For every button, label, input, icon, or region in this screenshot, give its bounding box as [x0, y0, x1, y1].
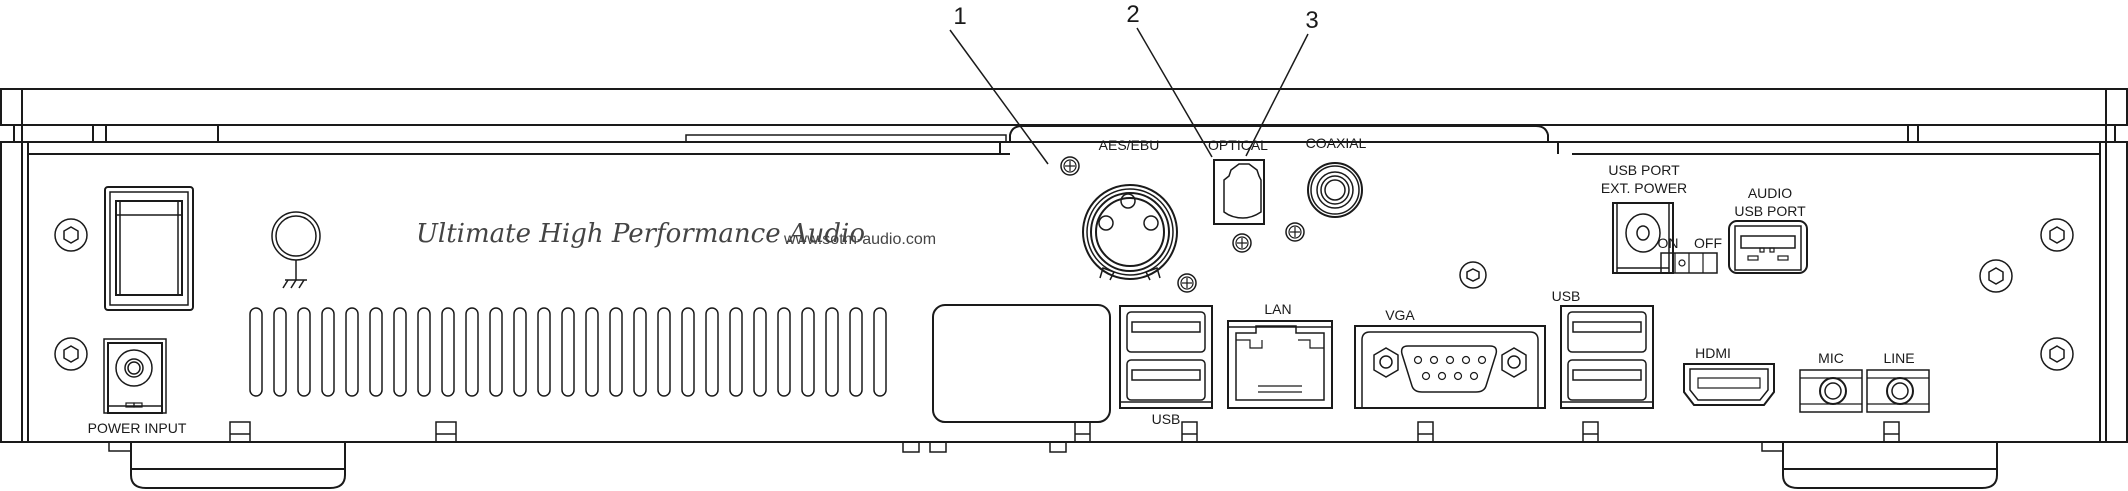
screw-icon: [1232, 233, 1252, 253]
vent-slot: [729, 307, 743, 397]
vga-label: VGA: [1385, 307, 1415, 323]
screw-icon: [54, 337, 88, 371]
vga-dsub-port[interactable]: [1354, 325, 1546, 409]
callout-1: 1: [949, 3, 1049, 165]
vent-slot: [609, 307, 623, 397]
vent-slot: [561, 307, 575, 397]
usb-ports-left[interactable]: [1119, 305, 1213, 409]
screw-icon: [2040, 218, 2074, 252]
optical-label: OPTICAL: [1208, 137, 1268, 153]
lan-rj45-port[interactable]: [1227, 320, 1333, 409]
vent-slot: [753, 307, 767, 397]
line-jack[interactable]: [1866, 369, 1930, 413]
vent-slots: [249, 307, 887, 397]
vent-slot: [777, 307, 791, 397]
usb-ext-power-label-line2: EXT. POWER: [1601, 180, 1687, 196]
vent-slot: [465, 307, 479, 397]
vent-slot: [369, 307, 383, 397]
usb-ext-power-label-line1: USB PORT: [1608, 162, 1680, 178]
aes-ebu-label: AES/EBU: [1099, 137, 1160, 153]
usb-ports-right[interactable]: [1560, 305, 1654, 409]
hdmi-label: HDMI: [1695, 345, 1731, 361]
screw-icon: [1285, 222, 1305, 242]
blank-label-plate: [932, 304, 1111, 423]
brand-website: www.sotm-audio.com: [783, 231, 936, 248]
brand-slogan: Ultimate High Performance Audio: [416, 219, 865, 249]
usb-ext-power-jack[interactable]: [1612, 202, 1674, 274]
lan-label: LAN: [1264, 301, 1291, 317]
vent-slot: [273, 307, 287, 397]
screw-icon: [1459, 261, 1487, 289]
vent-slot: [441, 307, 455, 397]
vent-slot: [297, 307, 311, 397]
callout-number: 3: [1305, 7, 1318, 34]
switch-on-label: ON: [1658, 235, 1679, 251]
callout-2: 2: [1126, 1, 1213, 158]
power-input-jack[interactable]: [103, 338, 167, 414]
usb-right-label: USB: [1552, 288, 1581, 304]
switch-off-label: OFF: [1694, 235, 1722, 251]
coaxial-rca-connector[interactable]: [1307, 162, 1363, 218]
panel-screws: [54, 218, 2074, 371]
audio-usb-label-line1: AUDIO: [1748, 185, 1792, 201]
vent-slot: [825, 307, 839, 397]
vent-slot: [321, 307, 335, 397]
chassis-tabs: [229, 421, 1900, 443]
vent-slot: [417, 307, 431, 397]
vent-slot: [393, 307, 407, 397]
chassis-feet: [108, 441, 1998, 489]
aes-ebu-xlr-connector[interactable]: [1082, 184, 1178, 281]
audio-usb-port[interactable]: [1728, 220, 1808, 274]
vent-slot: [657, 307, 671, 397]
vent-slot: [585, 307, 599, 397]
vent-slot: [849, 307, 863, 397]
callout-number: 1: [953, 3, 966, 30]
optical-toslink-connector[interactable]: [1213, 159, 1265, 225]
chassis-body: [0, 125, 2128, 443]
screw-icon: [1979, 259, 2013, 293]
vent-slot: [537, 307, 551, 397]
vent-slot: [489, 307, 503, 397]
callout-number: 2: [1126, 1, 1139, 28]
vent-slot: [705, 307, 719, 397]
screw-icon: [1060, 156, 1080, 176]
ground-terminal: [271, 211, 321, 289]
vent-slot: [345, 307, 359, 397]
mic-label: MIC: [1818, 350, 1844, 366]
usb-power-slide-switch[interactable]: [1660, 252, 1718, 274]
vent-slot: [249, 307, 263, 397]
line-label: LINE: [1883, 350, 1914, 366]
screw-icon: [2040, 337, 2074, 371]
power-input-label: POWER INPUT: [88, 420, 187, 436]
screw-icon: [54, 218, 88, 252]
vent-slot: [801, 307, 815, 397]
coaxial-label: COAXIAL: [1306, 135, 1367, 151]
vent-slot: [513, 307, 527, 397]
vent-slot: [633, 307, 647, 397]
audio-usb-label-line2: USB PORT: [1734, 203, 1806, 219]
hdmi-port[interactable]: [1683, 363, 1775, 406]
mic-jack[interactable]: [1799, 369, 1863, 413]
usb-left-label: USB: [1152, 411, 1181, 427]
chassis-top-lid: [0, 88, 2128, 143]
power-switch[interactable]: [104, 186, 194, 311]
callout-3: 3: [1245, 7, 1319, 157]
screw-icon: [1177, 273, 1197, 293]
vent-slot: [681, 307, 695, 397]
vent-slot: [873, 307, 887, 397]
